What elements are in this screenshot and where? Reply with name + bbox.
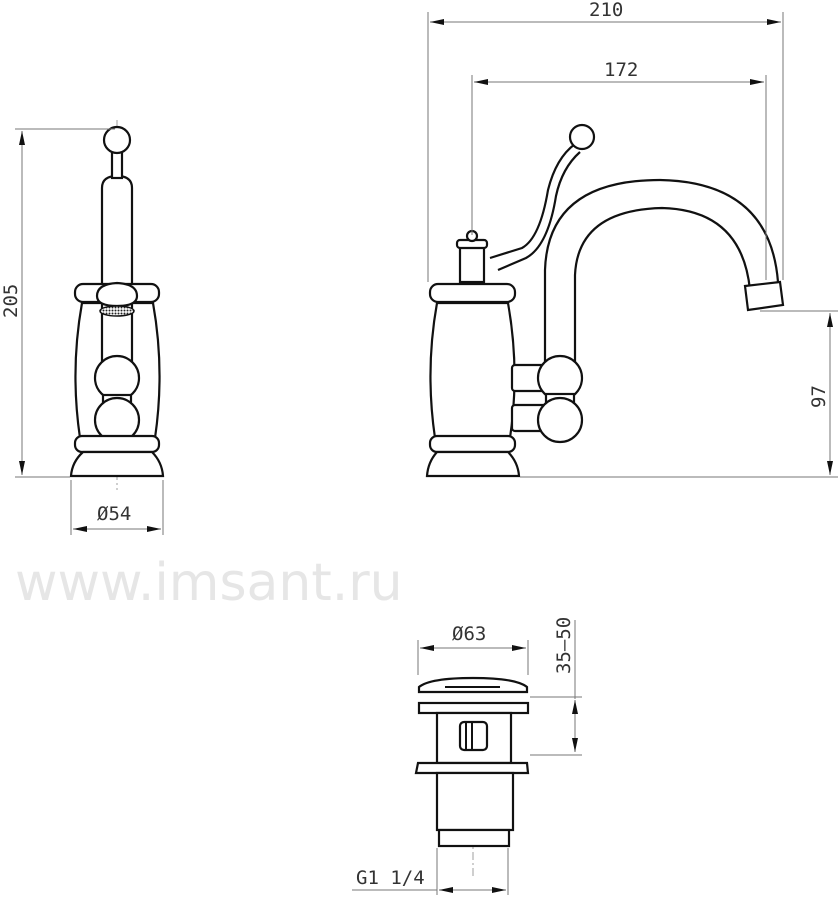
spout-reach-label: 172	[604, 59, 638, 81]
drain-thread-label: G1 1/4	[356, 867, 425, 889]
height-dimension-label: 205	[0, 284, 22, 318]
drain-diameter-label: Ø63	[452, 623, 486, 645]
faucet-front-view	[15, 120, 165, 535]
overall-width-label: 210	[589, 0, 623, 21]
spout-height-label: 97	[808, 385, 830, 408]
pop-up-drain	[352, 620, 582, 895]
faucet-side-view	[425, 12, 838, 478]
watermark: www.imsant.ru	[15, 553, 403, 613]
base-diameter-label: Ø54	[97, 503, 131, 525]
drain-stroke-label: 35–50	[553, 617, 575, 674]
